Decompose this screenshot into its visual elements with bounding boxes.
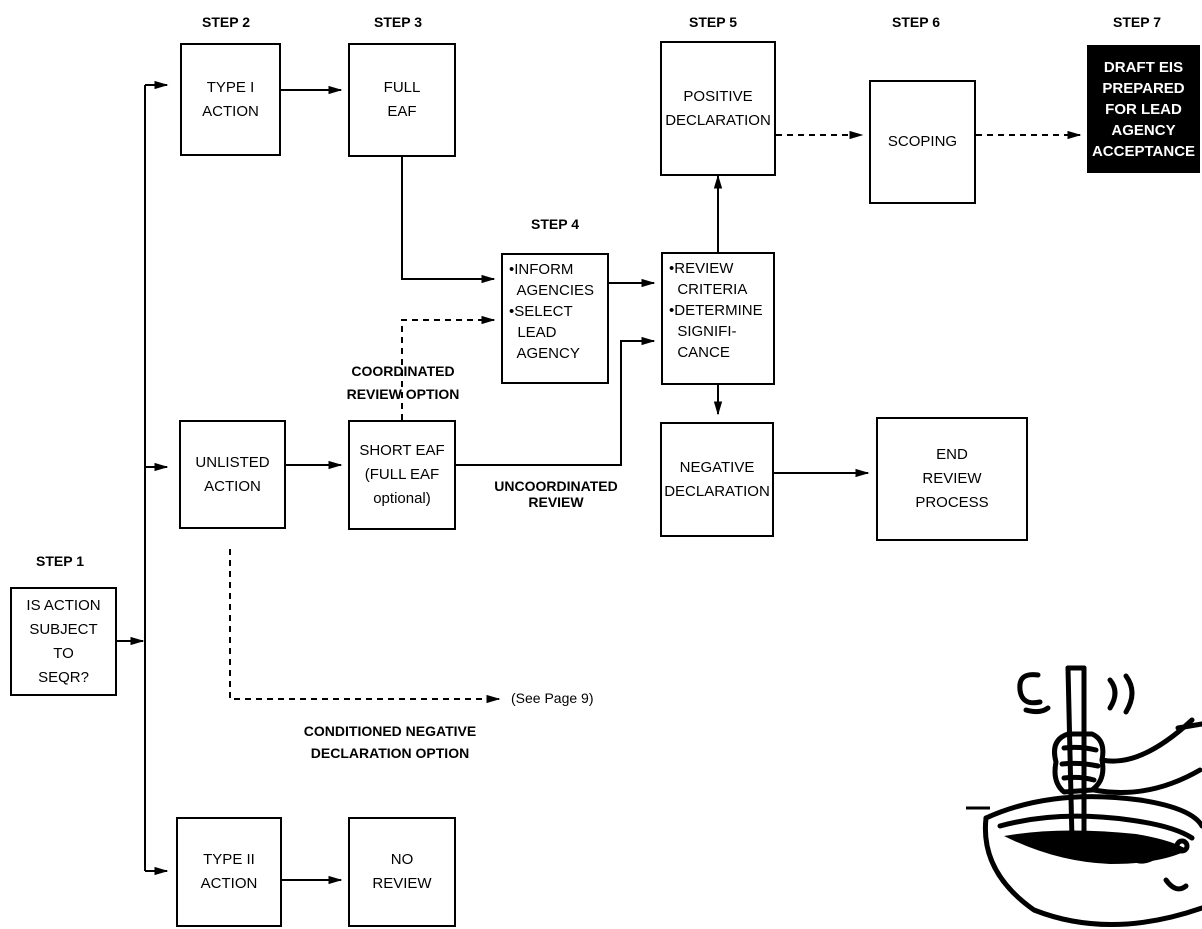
draft-eis-line-1: DRAFT EIS bbox=[1103, 58, 1184, 76]
step-1-label: STEP 1 bbox=[36, 553, 84, 569]
draft-eis-box: DRAFT EIS PREPARED FOR LEAD AGENCY ACCEP… bbox=[1087, 45, 1200, 173]
short-eaf-line-1: SHORT EAF bbox=[359, 442, 445, 459]
step-7-label: STEP 7 bbox=[1113, 14, 1161, 30]
type-1-line-1: TYPE I bbox=[206, 78, 255, 96]
short-eaf-line-3: optional) bbox=[373, 490, 431, 507]
is-action-subject-box: IS ACTION SUBJECT TO SEQR? bbox=[10, 587, 117, 696]
type-2-action-box: TYPE II ACTION bbox=[176, 817, 282, 927]
draft-eis-line-2: PREPARED bbox=[1102, 79, 1185, 97]
review-line-4: SIGNIFI- bbox=[669, 323, 737, 340]
step-5-label: STEP 5 bbox=[689, 14, 737, 30]
inform-agencies-box: •INFORM AGENCIES •SELECT LEAD AGENCY bbox=[501, 253, 609, 384]
inform-line-1: •INFORM bbox=[509, 261, 574, 278]
unlisted-line-2: ACTION bbox=[204, 477, 261, 495]
positive-line-1: POSITIVE bbox=[683, 87, 753, 105]
step-2-label: STEP 2 bbox=[202, 14, 250, 30]
full-eaf-line-2: EAF bbox=[387, 103, 417, 120]
draft-eis-line-3: FOR LEAD bbox=[1105, 100, 1182, 118]
no-review-line-1: NO bbox=[390, 851, 414, 868]
scoping-box: SCOPING bbox=[869, 80, 976, 204]
type-2-line-2: ACTION bbox=[200, 875, 258, 892]
negative-line-1: NEGATIVE bbox=[679, 458, 755, 476]
uncoordinated-review-label: UNCOORDINATED REVIEW bbox=[486, 478, 626, 510]
review-line-3: •DETERMINE bbox=[669, 302, 763, 319]
draft-eis-line-4: AGENCY bbox=[1111, 121, 1176, 139]
short-eaf-line-2: (FULL EAF bbox=[364, 466, 440, 483]
step-6-label: STEP 6 bbox=[892, 14, 940, 30]
positive-line-2: DECLARATION bbox=[665, 111, 771, 129]
conditioned-line-1: CONDITIONED NEGATIVE bbox=[303, 723, 477, 739]
end-review-line-2: REVIEW bbox=[922, 470, 982, 487]
review-line-2: CRITERIA bbox=[669, 281, 748, 298]
is-action-line-3: TO bbox=[53, 644, 74, 662]
type-1-line-2: ACTION bbox=[202, 102, 259, 120]
is-action-line-4: SEQR? bbox=[38, 668, 89, 686]
short-eaf-box: SHORT EAF (FULL EAF optional) bbox=[348, 420, 456, 530]
uncoordinated-line-2: REVIEW bbox=[528, 494, 584, 510]
review-line-5: CANCE bbox=[669, 344, 730, 361]
inform-line-5: AGENCY bbox=[509, 345, 580, 362]
inform-line-2: AGENCIES bbox=[509, 282, 595, 299]
hand-stirring-bowl-drawing bbox=[966, 665, 1202, 927]
is-action-line-2: SUBJECT bbox=[29, 620, 98, 638]
is-action-line-1: IS ACTION bbox=[26, 596, 101, 614]
negative-line-2: DECLARATION bbox=[664, 482, 770, 500]
review-line-1: •REVIEW bbox=[669, 260, 734, 277]
inform-line-3: •SELECT bbox=[509, 303, 573, 320]
see-page-note: (See Page 9) bbox=[511, 690, 594, 706]
coordinated-line-1: COORDINATED bbox=[351, 363, 455, 379]
end-review-line-3: PROCESS bbox=[915, 494, 989, 511]
negative-declaration-box: NEGATIVE DECLARATION bbox=[660, 422, 774, 537]
draft-eis-line-5: ACCEPTANCE bbox=[1091, 142, 1196, 160]
positive-declaration-box: POSITIVE DECLARATION bbox=[660, 41, 776, 176]
unlisted-action-box: UNLISTED ACTION bbox=[179, 420, 286, 529]
no-review-box: NO REVIEW bbox=[348, 817, 456, 927]
end-review-process-box: END REVIEW PROCESS bbox=[876, 417, 1028, 541]
inform-line-4: LEAD bbox=[509, 324, 557, 341]
step-4-label: STEP 4 bbox=[531, 216, 579, 232]
step-3-label: STEP 3 bbox=[374, 14, 422, 30]
coordinated-line-2: REVIEW OPTION bbox=[346, 386, 460, 402]
review-criteria-box: •REVIEW CRITERIA •DETERMINE SIGNIFI- CAN… bbox=[661, 252, 775, 385]
no-review-line-2: REVIEW bbox=[372, 875, 432, 892]
conditioned-negative-declaration-label: CONDITIONED NEGATIVE DECLARATION OPTION bbox=[300, 720, 480, 764]
scoping-label: SCOPING bbox=[887, 133, 958, 150]
type-1-action-box: TYPE I ACTION bbox=[180, 43, 281, 156]
coordinated-review-option-label: COORDINATED REVIEW OPTION bbox=[338, 360, 468, 406]
full-eaf-line-1: FULL bbox=[383, 79, 421, 96]
conditioned-line-2: DECLARATION OPTION bbox=[310, 745, 470, 761]
full-eaf-box: FULL EAF bbox=[348, 43, 456, 157]
unlisted-line-1: UNLISTED bbox=[195, 453, 270, 471]
uncoordinated-line-1: UNCOORDINATED bbox=[494, 478, 618, 494]
type-2-line-1: TYPE II bbox=[203, 851, 255, 868]
end-review-line-1: END bbox=[936, 446, 968, 463]
